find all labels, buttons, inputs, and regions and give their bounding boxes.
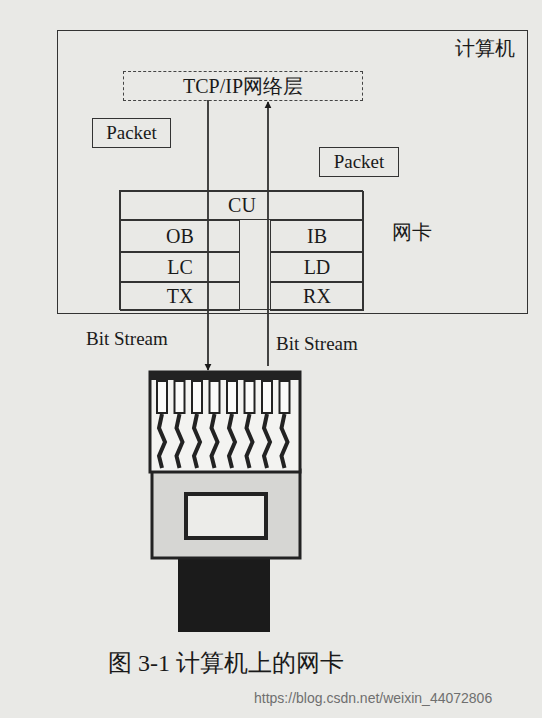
arrow-line	[267, 102, 269, 366]
table-cell: CU	[120, 191, 364, 220]
box-label: TX	[167, 285, 194, 308]
box-label: TCP/IP网络层	[183, 75, 303, 98]
bit-stream-arrows	[208, 100, 268, 370]
wire	[229, 414, 235, 468]
contact-pin	[280, 381, 290, 413]
table-cell: LC	[120, 252, 240, 282]
contact-pin	[227, 381, 237, 413]
wire	[282, 414, 288, 468]
computer-frame: 计算机TCP/IP网络层PacketPacket网卡CUOBIBLCLDTXRX	[57, 30, 528, 314]
plug-body	[152, 470, 300, 558]
plug-window	[186, 494, 266, 538]
signal-label: Bit Stream	[276, 333, 358, 355]
wire	[194, 414, 200, 468]
box-label: OB	[166, 225, 194, 248]
wires	[159, 414, 288, 468]
arrow-line	[207, 100, 209, 370]
packet-box: Packet	[92, 118, 171, 148]
heading: 计算机	[455, 37, 515, 60]
wire	[159, 414, 165, 468]
nic-table: 网卡CUOBIBLCLDTXRX	[119, 190, 363, 310]
table-cell: TX	[120, 282, 240, 311]
wire	[247, 414, 253, 468]
watermark: https://blog.csdn.net/weixin_44072806	[254, 690, 492, 706]
table-cell: LD	[270, 252, 364, 282]
contact-pin	[245, 381, 255, 413]
box-label: Packet	[106, 122, 157, 144]
contact-pin	[175, 381, 185, 413]
box-label: IB	[307, 225, 327, 248]
signal-label: Bit Stream	[86, 328, 168, 350]
wire	[212, 414, 218, 468]
box-label: LC	[167, 256, 193, 279]
box-label: CU	[228, 194, 256, 217]
contact-pin	[262, 381, 272, 413]
table-cell: OB	[120, 220, 240, 252]
plug-top-edge	[150, 372, 300, 380]
table-cell: IB	[270, 220, 364, 252]
box-label: RX	[303, 285, 331, 308]
box-label: LD	[304, 256, 331, 279]
table-cell: RX	[270, 282, 364, 311]
packet-box: Packet	[319, 147, 399, 177]
box-label: Packet	[334, 151, 385, 173]
contact-pin	[157, 381, 167, 413]
heading: 网卡	[392, 221, 432, 244]
layer-box: TCP/IP网络层	[123, 71, 363, 101]
cable	[178, 556, 270, 632]
contact-pin	[210, 381, 220, 413]
contact-pins	[157, 381, 290, 413]
contact-pin	[192, 381, 202, 413]
rj45-connector	[150, 372, 300, 632]
wire	[264, 414, 270, 468]
figure-caption: 图 3-1 计算机上的网卡	[108, 650, 344, 678]
wire	[177, 414, 183, 468]
plug-head	[150, 372, 300, 472]
